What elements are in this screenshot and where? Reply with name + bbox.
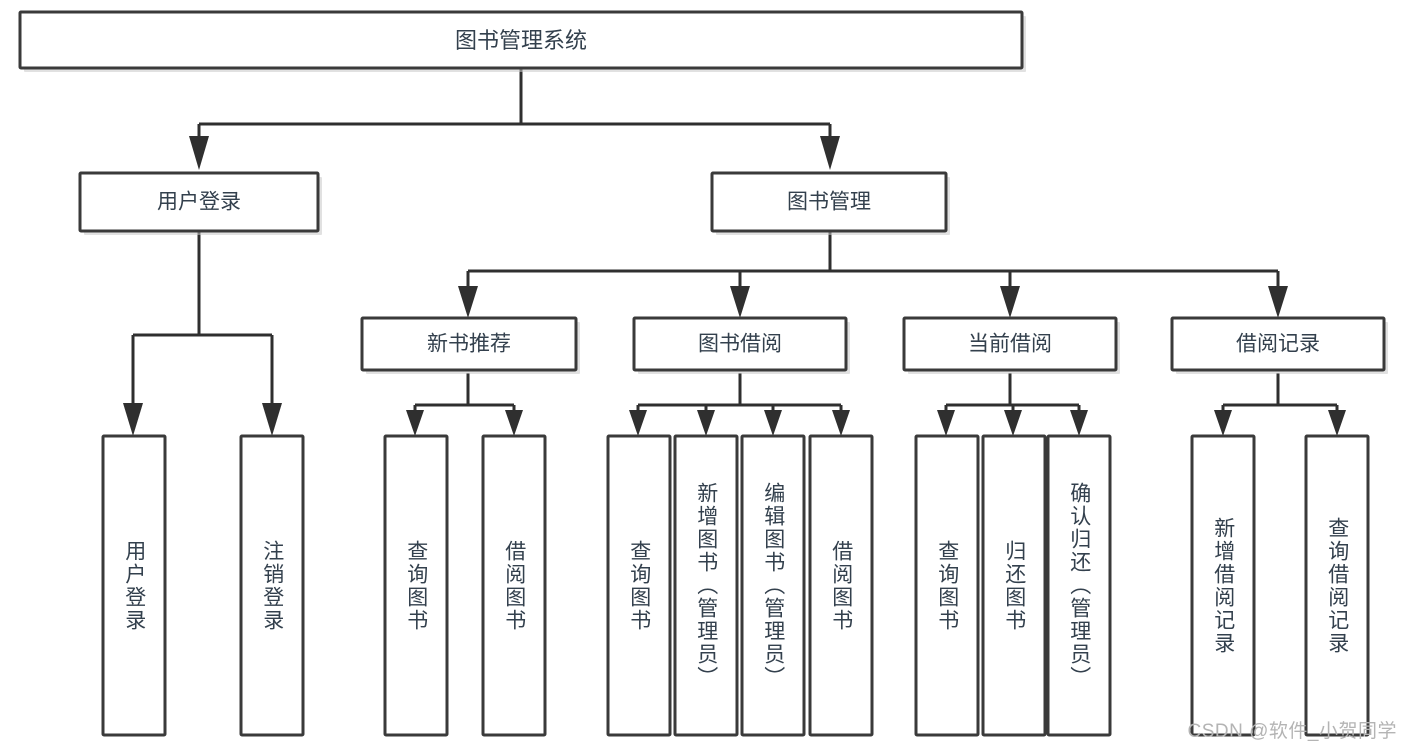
node-box-layer — [18, 10, 1388, 737]
leaf-box-borrow-2[interactable] — [673, 434, 739, 737]
arrowhead-recommend-leaf-2 — [505, 410, 523, 436]
current-borrow-node-box[interactable] — [902, 316, 1118, 372]
arrowhead-leaf-user-login-1 — [123, 403, 143, 436]
arrowhead-book-borrow — [730, 286, 750, 318]
arrowhead-book-manage — [820, 136, 840, 170]
book-manage-node-label: 图书管理 — [787, 191, 871, 214]
arrowhead-current-leaf-3 — [1070, 410, 1088, 436]
csdn-watermark: CSDN @软件_小贺同学 — [1187, 721, 1397, 742]
book-borrow-node-label: 图书借阅 — [698, 333, 782, 356]
leaf-box-record-1[interactable] — [1190, 434, 1256, 737]
new-book-recommend-node-label: 新书推荐 — [427, 333, 511, 356]
arrowhead-user-login — [189, 136, 209, 170]
leaf-box-current-2[interactable] — [981, 434, 1047, 737]
book-manage-node-box[interactable] — [710, 171, 948, 233]
leaf-box-recommend-1[interactable] — [383, 434, 449, 737]
leaf-box-current-3[interactable] — [1046, 434, 1112, 737]
leaf-box-borrow-3[interactable] — [740, 434, 806, 737]
user-login-node-label: 用户登录 — [157, 191, 241, 214]
root-node-label: 图书管理系统 — [455, 28, 587, 53]
root-node-box[interactable] — [18, 10, 1024, 70]
borrow-record-node-label: 借阅记录 — [1236, 333, 1320, 356]
arrowhead-current-borrow — [1000, 286, 1020, 318]
new-book-recommend-node-box[interactable] — [360, 316, 578, 372]
arrowhead-record-leaf-1 — [1214, 410, 1232, 436]
leaf-box-recommend-2[interactable] — [481, 434, 547, 737]
arrowhead-borrow-leaf-3 — [764, 410, 782, 436]
leaf-box-borrow-4[interactable] — [808, 434, 874, 737]
leaf-box-record-2[interactable] — [1304, 434, 1370, 737]
arrowhead-new-book-recommend — [458, 286, 478, 318]
arrowhead-record-leaf-2 — [1328, 410, 1346, 436]
book-borrow-node-box[interactable] — [632, 316, 848, 372]
borrow-record-node-box[interactable] — [1170, 316, 1386, 372]
arrowhead-recommend-leaf-1 — [406, 410, 424, 436]
leaf-box-user-login-2[interactable] — [239, 434, 305, 737]
leaf-box-user-login-1[interactable] — [101, 434, 167, 737]
connector-layer — [123, 69, 1346, 436]
arrowhead-borrow-leaf-2 — [697, 410, 715, 436]
arrowhead-leaf-user-login-2 — [262, 403, 282, 436]
arrowhead-current-leaf-2 — [1004, 410, 1022, 436]
arrowhead-borrow-leaf-1 — [629, 410, 647, 436]
arrowhead-current-leaf-1 — [937, 410, 955, 436]
horizontal-label-layer: 图书管理系统 用户登录 图书管理 新书推荐 图书借阅 当前借阅 借阅记录 — [157, 28, 1320, 356]
leaf-box-borrow-1[interactable] — [606, 434, 672, 737]
arrowhead-borrow-leaf-4 — [832, 410, 850, 436]
arrowhead-borrow-record — [1268, 286, 1288, 318]
current-borrow-node-label: 当前借阅 — [968, 333, 1052, 356]
user-login-node-box[interactable] — [78, 171, 320, 233]
leaf-box-current-1[interactable] — [914, 434, 980, 737]
